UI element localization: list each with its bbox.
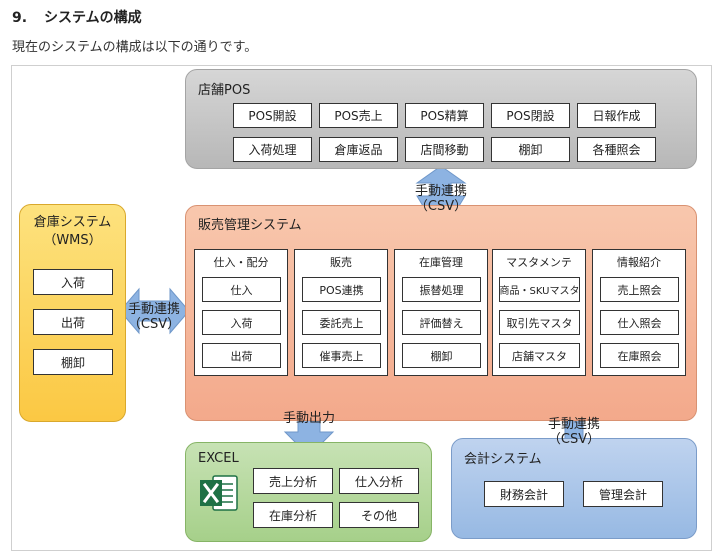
diagram-frame [11,65,712,551]
pos-function: POS閉設 [491,103,570,128]
function-box: 振替処理 [402,277,481,302]
column-title: 仕入・配分 [213,256,269,269]
pos-function: 日報作成 [577,103,656,128]
pos-function: 入荷処理 [233,137,312,162]
pos-function: 倉庫返品 [319,137,398,162]
wms-function: 出荷 [33,309,113,335]
section-title: システムの構成 [44,10,142,26]
intro-text: 現在のシステムの構成は以下の通りです。 [12,40,258,55]
link-label-line2: （CSV） [547,432,601,447]
pos-title: 店舗POS [198,83,251,98]
function-box: 仕入照会 [600,310,679,335]
link-label-line2: （CSV） [414,199,468,214]
excel-function: 売上分析 [253,468,333,494]
column-title: マスタメンテ [506,256,572,269]
column-title: 販売 [330,256,352,269]
function-box: 取引先マスタ [499,310,580,335]
pos-function: POS開設 [233,103,312,128]
wms-title-line2: （WMS） [43,233,102,248]
column-title: 在庫管理 [419,256,463,269]
function-box: 催事売上 [302,343,381,368]
sales-column: 在庫管理 振替処理 評価替え 棚卸 [394,249,488,376]
wms-sales-link-label: 手動連携 （CSV） [114,302,194,332]
pos-function: 店間移動 [405,137,484,162]
wms-function: 入荷 [33,269,113,295]
excel-icon [200,475,238,511]
section-number: 9. [12,10,28,26]
pos-function: POS精算 [405,103,484,128]
excel-function: 在庫分析 [253,502,333,528]
sales-column: マスタメンテ 商品・SKUマスタ 取引先マスタ 店舗マスタ [492,249,586,376]
sales-column: 情報紹介 売上照会 仕入照会 在庫照会 [592,249,686,376]
function-box: 委託売上 [302,310,381,335]
pos-function: POS売上 [319,103,398,128]
sales-column: 販売 POS連携 委託売上 催事売上 [294,249,388,376]
sales-title: 販売管理システム [198,218,302,233]
accounting-title: 会計システム [464,452,542,467]
sales-excel-link-label: 手動出力 [269,411,349,426]
link-label-line2: （CSV） [127,317,181,332]
function-box: 出荷 [202,343,281,368]
accounting-function: 管理会計 [583,481,663,507]
pos-function: 各種照会 [577,137,656,162]
wms-title-line1: 倉庫システム [33,215,112,230]
function-box: 仕入 [202,277,281,302]
link-label-line1: 手動連携 [127,302,180,317]
excel-function: 仕入分析 [339,468,419,494]
link-label-line1: 手動連携 [547,417,600,432]
section-heading: 9. システムの構成 [12,7,142,27]
column-title: 情報紹介 [617,256,661,269]
pos-sales-link-label: 手動連携 （CSV） [401,184,481,214]
function-box: 店舗マスタ [499,343,580,368]
excel-title: EXCEL [198,451,239,466]
pos-function: 棚卸 [491,137,570,162]
function-box: 棚卸 [402,343,481,368]
excel-function: その他 [339,502,419,528]
function-box: 売上照会 [600,277,679,302]
wms-function: 棚卸 [33,349,113,375]
link-label-line1: 手動連携 [414,184,467,199]
function-box: POS連携 [302,277,381,302]
sales-column: 仕入・配分 仕入 入荷 出荷 [194,249,288,376]
function-box: 商品・SKUマスタ [499,277,580,302]
function-box: 評価替え [402,310,481,335]
link-label-line1: 手動出力 [282,411,335,426]
wms-title: 倉庫システム （WMS） [19,214,126,250]
function-box: 在庫照会 [600,343,679,368]
sales-accounting-link-label: 手動連携 （CSV） [534,417,614,447]
accounting-function: 財務会計 [484,481,564,507]
function-box: 入荷 [202,310,281,335]
